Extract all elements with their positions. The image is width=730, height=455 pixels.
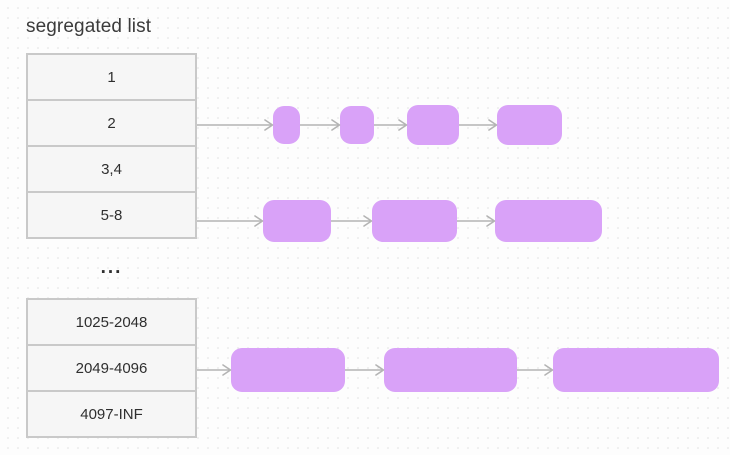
size-class-cell[interactable]: 2049-4096 xyxy=(26,344,197,392)
free-block[interactable] xyxy=(231,348,345,392)
size-class-label: 4097-INF xyxy=(80,405,143,423)
segregated-list-table-upper: 1 2 3,4 5-8 xyxy=(26,53,197,239)
chain-arrow-icon xyxy=(457,214,496,228)
free-block-chain-row xyxy=(197,346,719,394)
chain-arrow-icon xyxy=(459,118,498,132)
chain-arrow-icon xyxy=(197,118,274,132)
page-title: segregated list xyxy=(26,16,152,37)
chain-arrow-icon xyxy=(197,363,232,377)
free-block[interactable] xyxy=(263,200,331,242)
table-ellipsis: ... xyxy=(100,257,123,278)
free-block[interactable] xyxy=(497,105,562,145)
size-class-label: 2049-4096 xyxy=(75,359,148,377)
size-class-cell[interactable]: 1 xyxy=(26,53,197,101)
free-block[interactable] xyxy=(340,106,374,144)
chain-arrow-icon xyxy=(197,214,264,228)
free-block[interactable] xyxy=(384,348,517,392)
size-class-cell[interactable]: 1025-2048 xyxy=(26,298,197,346)
size-class-cell[interactable]: 5-8 xyxy=(26,191,197,239)
free-block[interactable] xyxy=(495,200,602,242)
free-block-chain-row xyxy=(197,101,562,149)
free-block[interactable] xyxy=(553,348,719,392)
size-class-cell[interactable]: 4097-INF xyxy=(26,390,197,438)
free-block[interactable] xyxy=(407,105,459,145)
size-class-cell[interactable]: 3,4 xyxy=(26,145,197,193)
size-class-label: 2 xyxy=(107,114,116,132)
size-class-label: 3,4 xyxy=(101,160,122,178)
size-class-label: 1025-2048 xyxy=(75,313,148,331)
chain-arrow-icon xyxy=(374,118,408,132)
free-block[interactable] xyxy=(273,106,300,144)
chain-arrow-icon xyxy=(331,214,373,228)
size-class-label: 5-8 xyxy=(100,206,123,224)
free-block[interactable] xyxy=(372,200,457,242)
size-class-label: 1 xyxy=(107,68,116,86)
size-class-cell[interactable]: 2 xyxy=(26,99,197,147)
chain-arrow-icon xyxy=(517,363,554,377)
free-block-chain-row xyxy=(197,197,602,245)
chain-arrow-icon xyxy=(345,363,385,377)
chain-arrow-icon xyxy=(300,118,341,132)
segregated-list-table-lower: 1025-2048 2049-4096 4097-INF xyxy=(26,298,197,438)
